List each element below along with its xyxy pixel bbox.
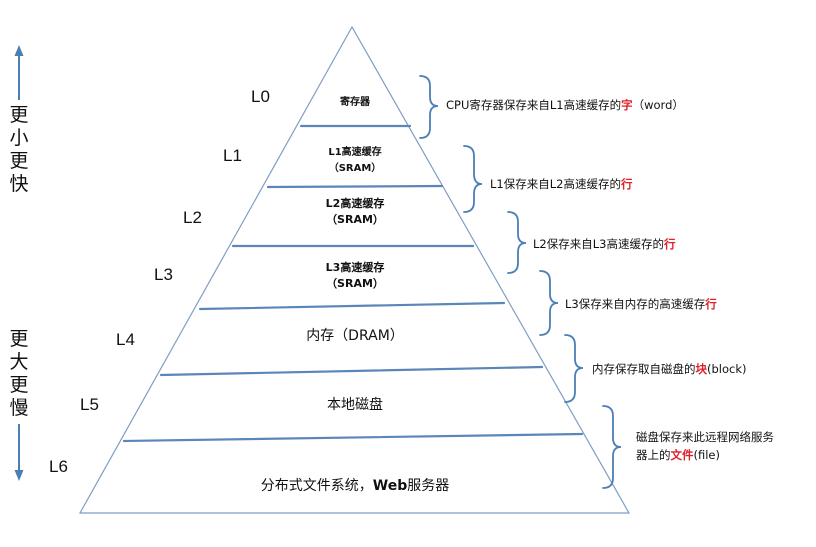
note-l5: 磁盘保存来此远程网络服务 器上的文件(file) [636, 428, 774, 464]
level-l6-bold: Web [372, 478, 408, 494]
level-label-l6: L6 [49, 457, 68, 476]
divider-l5-l6 [122, 432, 584, 443]
brace-l4 [564, 334, 584, 403]
level-l6-text: 分布式文件系统，Web服务器 [230, 478, 480, 494]
note-text: （word） [632, 98, 684, 112]
level-l3-line: （SRAM） [326, 277, 384, 290]
brace-l0 [419, 75, 439, 139]
note-l3: L3保存来自内存的高速缓存行 [565, 295, 717, 313]
note-l2: L2保存来自L3高速缓存的行 [533, 235, 675, 253]
note-text: (file) [693, 448, 721, 462]
level-l6-prefix: 分布式文件系统， [260, 478, 373, 494]
note-text: 内存保存取自磁盘的 [592, 362, 696, 376]
divider-l4-l5 [159, 365, 544, 377]
down-arrow-head [14, 470, 24, 481]
note-text: 磁盘保存来此远程网络服务 [636, 430, 774, 444]
level-l5-line: 本地磁盘 [327, 397, 383, 413]
note-l0: CPU寄存器保存来自L1高速缓存的字（word） [446, 96, 684, 114]
level-l3-line: L3高速缓存 [325, 261, 385, 274]
level-label-l5: L5 [80, 395, 99, 414]
note-text: L2保存来自L3高速缓存的 [533, 237, 664, 251]
level-label-l2: L2 [183, 208, 202, 227]
level-l2-line: L2高速缓存 [325, 197, 385, 210]
divider-l3-l4 [198, 301, 506, 311]
side-char: 更 [9, 328, 29, 350]
note-highlight: 文件 [670, 448, 694, 462]
brace-l3 [539, 270, 559, 336]
level-l0-line: 寄存器 [340, 97, 370, 108]
divider-l1-l2 [266, 184, 444, 189]
level-l5-text: 本地磁盘 [280, 397, 430, 413]
brace-l5 [602, 405, 622, 489]
level-l4-text: 内存（DRAM） [280, 328, 430, 344]
side-char: 快 [9, 173, 29, 195]
level-l4-line: 内存（DRAM） [306, 328, 404, 344]
side-char: 慢 [9, 397, 29, 419]
level-label-l1: L1 [223, 146, 242, 165]
level-label-l3: L3 [154, 265, 173, 284]
brace-l1 [463, 145, 483, 213]
level-l2-text: L2高速缓存 （SRAM） [300, 196, 410, 228]
side-char: 更 [9, 150, 29, 172]
note-l1: L1保存来自L2高速缓存的行 [490, 175, 632, 193]
note-text: L3保存来自内存的高速缓存 [565, 297, 706, 311]
note-text: CPU寄存器保存来自L1高速缓存的 [446, 98, 622, 112]
note-highlight: 块 [695, 362, 708, 376]
note-highlight: 字 [621, 98, 633, 112]
note-highlight: 行 [620, 177, 633, 191]
note-highlight: 行 [663, 237, 676, 251]
note-l4: 内存保存取自磁盘的块(block) [592, 360, 747, 378]
brace-l2 [507, 211, 527, 274]
side-char: 大 [9, 351, 29, 373]
note-text: 器上的 [636, 448, 671, 462]
side-char: 小 [9, 127, 29, 149]
pyramid-outline [78, 25, 631, 514]
level-l6-suffix: 服务器 [407, 478, 450, 494]
side-char: 更 [9, 374, 29, 396]
level-l1-line: L1高速缓存 [328, 147, 382, 158]
level-l0-text: 寄存器 [305, 95, 405, 111]
level-label-l4: L4 [116, 330, 135, 349]
side-text-larger-slower: 更 大 更 慢 [8, 328, 30, 420]
level-l1-text: L1高速缓存 （SRAM） [305, 145, 405, 177]
level-l2-line: （SRAM） [326, 213, 384, 226]
level-label-l0: L0 [251, 87, 270, 106]
level-l1-line: （SRAM） [328, 163, 382, 174]
side-char: 更 [9, 104, 29, 126]
note-text: L1保存来自L2高速缓存的 [490, 177, 621, 191]
side-text-smaller-faster: 更 小 更 快 [8, 104, 30, 196]
up-arrow-head [14, 45, 24, 56]
note-highlight: 行 [705, 297, 717, 311]
note-text: (block) [707, 362, 747, 376]
level-l3-text: L3高速缓存 （SRAM） [300, 260, 410, 292]
